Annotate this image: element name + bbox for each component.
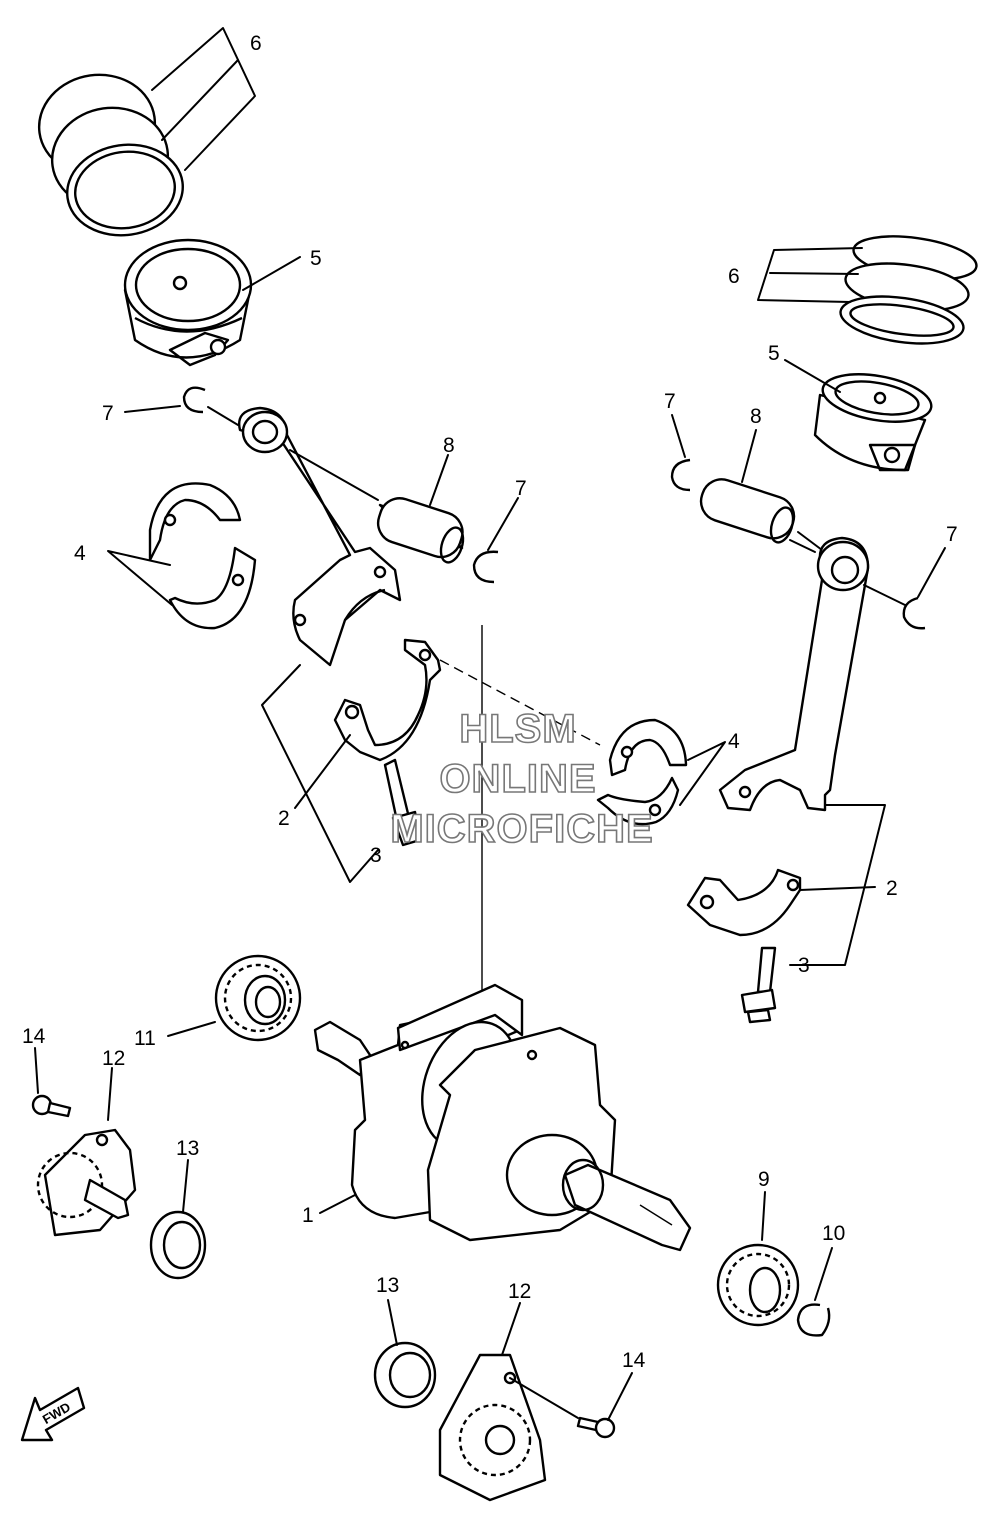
circlip-left-mid bbox=[472, 550, 499, 584]
crankshaft bbox=[313, 983, 692, 1252]
piston-right bbox=[813, 373, 933, 472]
connecting-rod-left bbox=[238, 406, 402, 667]
label-12-bottom: 12 bbox=[508, 1280, 531, 1303]
watermark-line3: MICROFICHE bbox=[390, 807, 653, 851]
bolt-right bbox=[740, 946, 777, 1024]
bearing-13-left bbox=[149, 1210, 207, 1280]
label-6-right: 6 bbox=[728, 265, 740, 288]
watermark-line1: HLSM bbox=[459, 707, 576, 751]
gear-9 bbox=[716, 1243, 800, 1327]
label-3-right: 3 bbox=[798, 954, 810, 977]
bearing-13-bottom bbox=[373, 1341, 437, 1409]
connecting-rod-right bbox=[718, 536, 870, 812]
label-10: 10 bbox=[822, 1222, 845, 1245]
balancer-gear-bottom bbox=[438, 1353, 547, 1502]
label-14-left: 14 bbox=[22, 1025, 46, 1048]
label-14-bottom: 14 bbox=[622, 1349, 646, 1372]
label-5-left: 5 bbox=[310, 247, 322, 270]
piston-pin-right bbox=[699, 478, 796, 544]
label-1: 1 bbox=[302, 1204, 314, 1227]
circlip-right-top bbox=[670, 458, 691, 492]
bearing-cap-right bbox=[686, 868, 802, 937]
piston-rings-right bbox=[839, 235, 978, 345]
label-13-left: 13 bbox=[176, 1137, 199, 1160]
label-4-left: 4 bbox=[74, 542, 86, 565]
bearing-shells-right bbox=[596, 718, 688, 826]
callout-labels: 6 5 6 5 7 7 8 8 7 7 4 4 2 3 2 3 11 14 12… bbox=[22, 32, 958, 1372]
label-7-d: 7 bbox=[946, 523, 958, 546]
bearing-shells-left bbox=[148, 482, 257, 630]
gear-11 bbox=[214, 954, 302, 1042]
label-8-left: 8 bbox=[443, 434, 455, 457]
fwd-arrow: FWD bbox=[20, 1386, 86, 1442]
label-11: 11 bbox=[134, 1027, 156, 1050]
label-9: 9 bbox=[758, 1168, 770, 1191]
circlip-10 bbox=[796, 1303, 831, 1337]
bolt-left bbox=[383, 758, 422, 847]
label-7-b: 7 bbox=[664, 390, 676, 413]
label-13-bottom: 13 bbox=[376, 1274, 399, 1297]
piston-pin-left bbox=[376, 497, 465, 564]
label-2-left: 2 bbox=[278, 807, 290, 830]
label-7-a: 7 bbox=[102, 402, 114, 425]
bolt-14-bottom bbox=[576, 1416, 616, 1439]
label-4-right: 4 bbox=[728, 730, 740, 753]
watermark: HLSM ONLINE MICROFICHE bbox=[390, 706, 654, 852]
bearing-cap-left bbox=[333, 638, 442, 762]
piston-rings-left bbox=[37, 73, 184, 237]
circlip-right-mid bbox=[902, 596, 926, 630]
bolt-14-left bbox=[31, 1094, 72, 1118]
label-2-right: 2 bbox=[886, 877, 898, 900]
label-3-left: 3 bbox=[370, 844, 382, 867]
label-5-right: 5 bbox=[768, 342, 780, 365]
piston-left bbox=[123, 238, 253, 367]
circlip-left-top bbox=[182, 386, 206, 414]
label-8-right: 8 bbox=[750, 405, 762, 428]
label-7-c: 7 bbox=[515, 477, 527, 500]
watermark-line2: ONLINE bbox=[439, 757, 596, 801]
label-12-left: 12 bbox=[102, 1047, 125, 1070]
balancer-gear-left bbox=[36, 1128, 137, 1237]
label-6-left: 6 bbox=[250, 32, 262, 55]
